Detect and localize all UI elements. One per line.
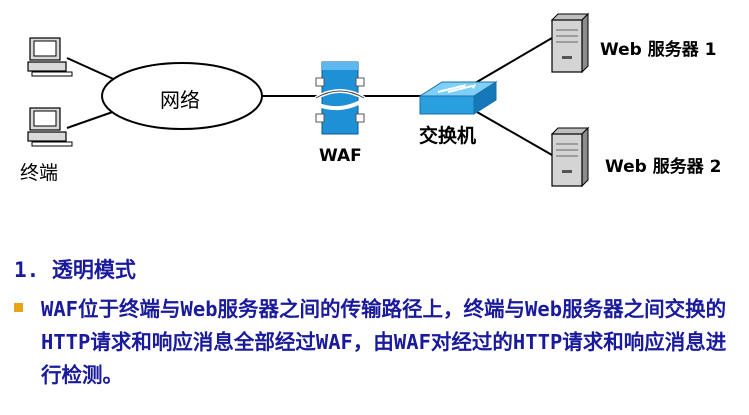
line-switch-server1 bbox=[469, 37, 553, 87]
server-icon bbox=[550, 12, 590, 74]
server-icon bbox=[550, 126, 590, 188]
switch-label: 交换机 bbox=[419, 125, 477, 147]
server2-label: Web 服务器 2 bbox=[605, 157, 722, 177]
bullet-square-icon bbox=[14, 303, 23, 312]
computer-icon bbox=[27, 107, 73, 147]
line-switch-server2 bbox=[469, 107, 553, 156]
server1-label: Web 服务器 1 bbox=[600, 40, 717, 60]
connection-lines bbox=[66, 37, 553, 156]
line-terminal1-network bbox=[66, 57, 121, 83]
bullet-text: WAF位于终端与Web服务器之间的传输路径上，终端与Web服务器之间交换的HTT… bbox=[41, 297, 727, 387]
section-heading: 1. 透明模式 bbox=[14, 258, 136, 282]
network-diagram bbox=[27, 12, 590, 188]
terminal-label: 终端 bbox=[20, 162, 59, 184]
network-cloud-icon bbox=[101, 62, 263, 130]
computer-icon bbox=[27, 37, 73, 77]
firewall-icon bbox=[314, 61, 366, 135]
switch-icon bbox=[418, 81, 498, 115]
network-label: 网络 bbox=[160, 88, 200, 112]
waf-label: WAF bbox=[319, 146, 362, 166]
